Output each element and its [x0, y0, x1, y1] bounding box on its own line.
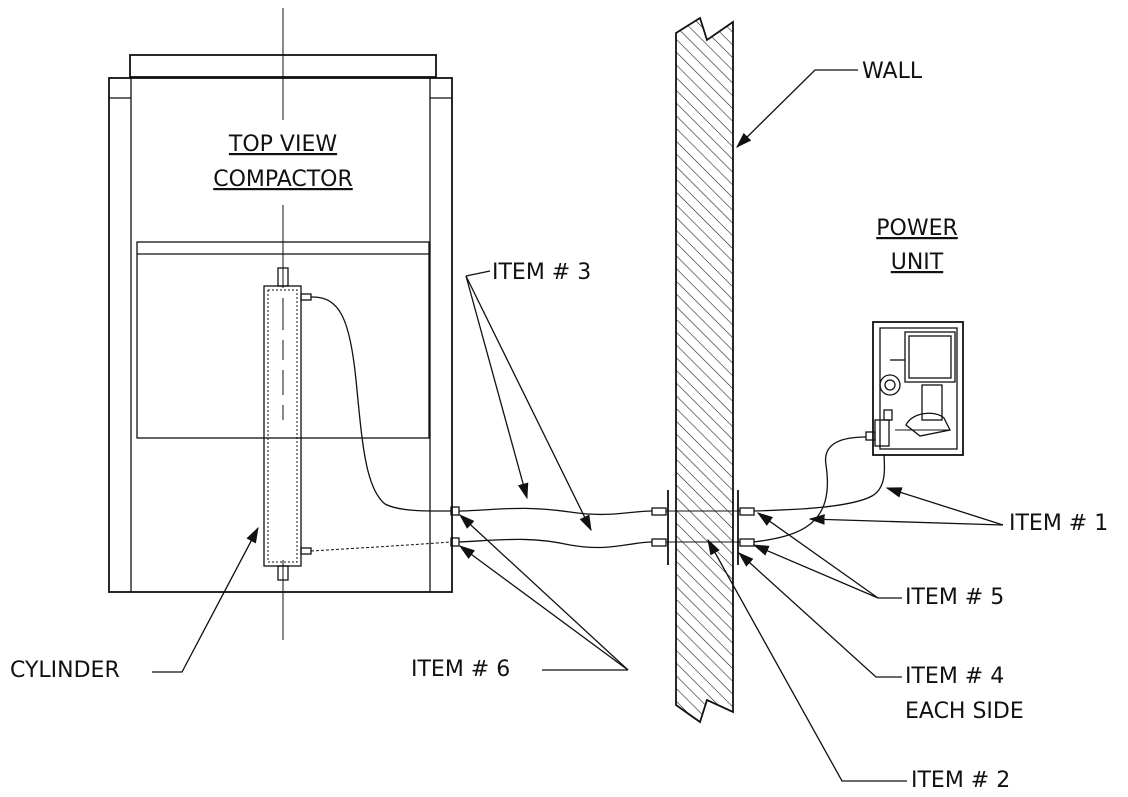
- item2-label: ITEM # 2: [911, 768, 1010, 793]
- leader-lines: [152, 69, 1004, 782]
- compactor-title: COMPACTOR: [213, 167, 353, 192]
- item6-label: ITEM # 6: [411, 657, 510, 682]
- hoses: [310, 296, 886, 552]
- cylinder-label: CYLINDER: [10, 658, 120, 683]
- power-unit-title: POWER: [876, 216, 958, 241]
- wall-fittings: [651, 490, 755, 565]
- power-unit-subtitle: UNIT: [891, 250, 944, 275]
- hydraulic-cylinder: [263, 267, 312, 581]
- item5-label: ITEM # 5: [905, 585, 1004, 610]
- item4-label: ITEM # 4: [905, 664, 1004, 689]
- item4-sublabel: EACH SIDE: [905, 699, 1024, 724]
- power-unit: [865, 321, 964, 456]
- wall: [675, 16, 734, 724]
- item1-label: ITEM # 1: [1009, 511, 1108, 536]
- item3-label: ITEM # 3: [492, 260, 591, 285]
- top-view-title: TOP VIEW: [228, 132, 337, 157]
- wall-label: WALL: [862, 59, 923, 84]
